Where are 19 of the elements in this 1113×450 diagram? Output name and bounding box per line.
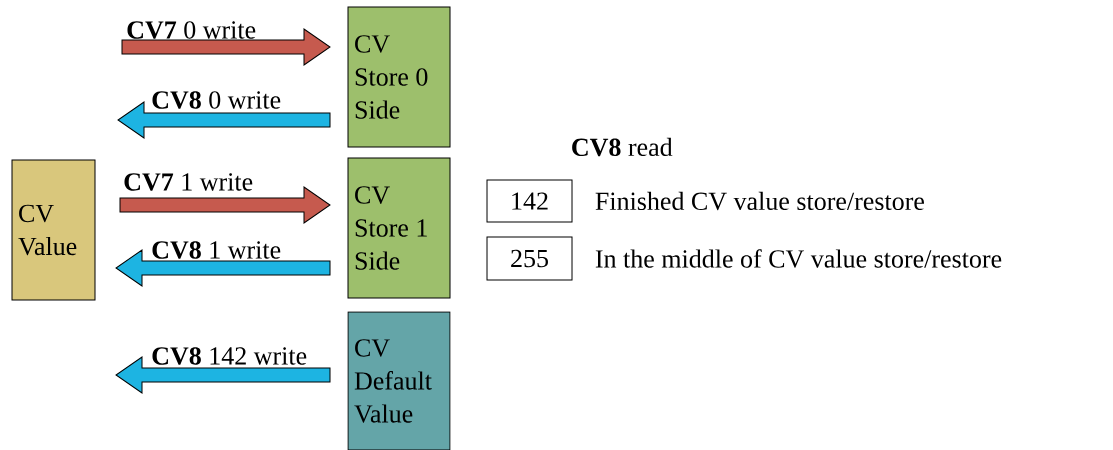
heading-text: CV8 read xyxy=(572,137,673,157)
block-arrow xyxy=(117,101,331,139)
block-arrow xyxy=(115,356,331,394)
store-box: CV Default Value xyxy=(347,311,451,450)
arrow-label: CV8 0 write xyxy=(152,91,281,109)
value-box: 142 xyxy=(486,179,573,223)
block-arrow xyxy=(115,249,331,287)
arrow-label: CV8 1 write xyxy=(152,241,281,259)
arrow-label: CV7 1 write xyxy=(124,173,253,191)
store-box: CV Store 0 Side xyxy=(347,6,451,148)
description-text: Finished CV value store/restore xyxy=(595,191,924,211)
description-text: In the middle of CV value store/restore xyxy=(595,249,1002,268)
block-arrow xyxy=(119,186,331,224)
block-arrow xyxy=(121,28,331,66)
store-box: CV Store 1 Side xyxy=(347,157,451,299)
store-box: CV Value xyxy=(11,159,96,301)
value-box: 255 xyxy=(486,236,573,281)
arrow-label: CV7 0 write xyxy=(127,21,256,39)
arrow-label: CV8 142 write xyxy=(152,347,307,365)
